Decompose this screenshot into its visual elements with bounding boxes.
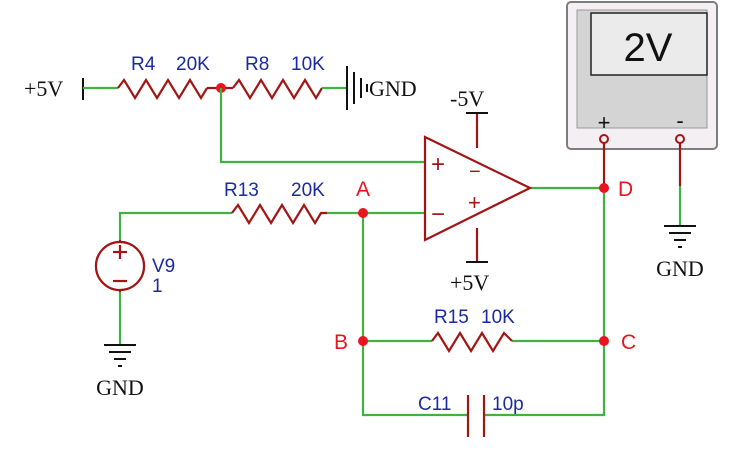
opamp-plus-sign: + xyxy=(431,151,445,178)
r13-value: 20K xyxy=(291,180,325,201)
source-gnd-symbol xyxy=(104,344,136,367)
r13-resistor[interactable] xyxy=(231,202,327,226)
r4-name: R4 xyxy=(131,54,156,75)
node-a-dot xyxy=(358,208,368,218)
r8-value: 10K xyxy=(291,54,325,75)
opamp-minus-sign: − xyxy=(431,201,445,228)
r8-name: R8 xyxy=(245,54,269,75)
r15-value: 10K xyxy=(481,307,515,328)
meter-gnd-label: GND xyxy=(656,256,704,281)
source-gnd-label: GND xyxy=(96,375,144,400)
meter-plus-terminal[interactable] xyxy=(599,134,609,144)
plus5v-left-label: +5V xyxy=(24,76,63,101)
v9-name: V9 xyxy=(152,256,175,277)
voltmeter: 2V + - xyxy=(566,1,718,150)
meter-gnd-symbol xyxy=(664,225,696,248)
node-c-label: C xyxy=(621,331,636,354)
top-gnd-label: GND xyxy=(369,76,417,101)
node-d-label: D xyxy=(618,178,633,201)
neg5v-label: -5V xyxy=(450,86,484,111)
r13-name: R13 xyxy=(224,180,259,201)
opamp[interactable]: + − − + xyxy=(423,113,533,262)
r15-name: R15 xyxy=(434,307,469,328)
node-a-label: A xyxy=(356,178,370,201)
opamp-rail-plus-sign: + xyxy=(468,190,481,215)
node-b-label: B xyxy=(334,331,348,354)
r4-resistor[interactable] xyxy=(117,77,208,101)
pos5v-label: +5V xyxy=(450,270,489,295)
meter-plus-label: + xyxy=(598,110,611,135)
meter-reading: 2V xyxy=(624,26,673,70)
top-gnd-symbol xyxy=(346,66,368,110)
divider-chain: +5V GND R4 20K R8 10K xyxy=(24,54,417,110)
node-b-dot xyxy=(358,336,368,346)
r8-resistor[interactable] xyxy=(232,77,323,101)
meter-minus-terminal[interactable] xyxy=(675,134,685,144)
opamp-rail-minus-sign: − xyxy=(469,161,481,183)
node-c-dot xyxy=(599,336,609,346)
wires xyxy=(118,88,682,417)
c11-name: C11 xyxy=(418,394,451,415)
c11-value: 10p xyxy=(492,394,524,415)
r4-value: 20K xyxy=(176,54,210,75)
v9-source[interactable] xyxy=(94,240,146,292)
r15-resistor[interactable] xyxy=(431,330,513,354)
meter-minus-label: - xyxy=(676,108,683,133)
node-d-dot xyxy=(599,183,609,193)
c11-capacitor[interactable] xyxy=(466,395,486,437)
meter-display xyxy=(590,12,708,76)
v9-value: 1 xyxy=(152,276,163,297)
